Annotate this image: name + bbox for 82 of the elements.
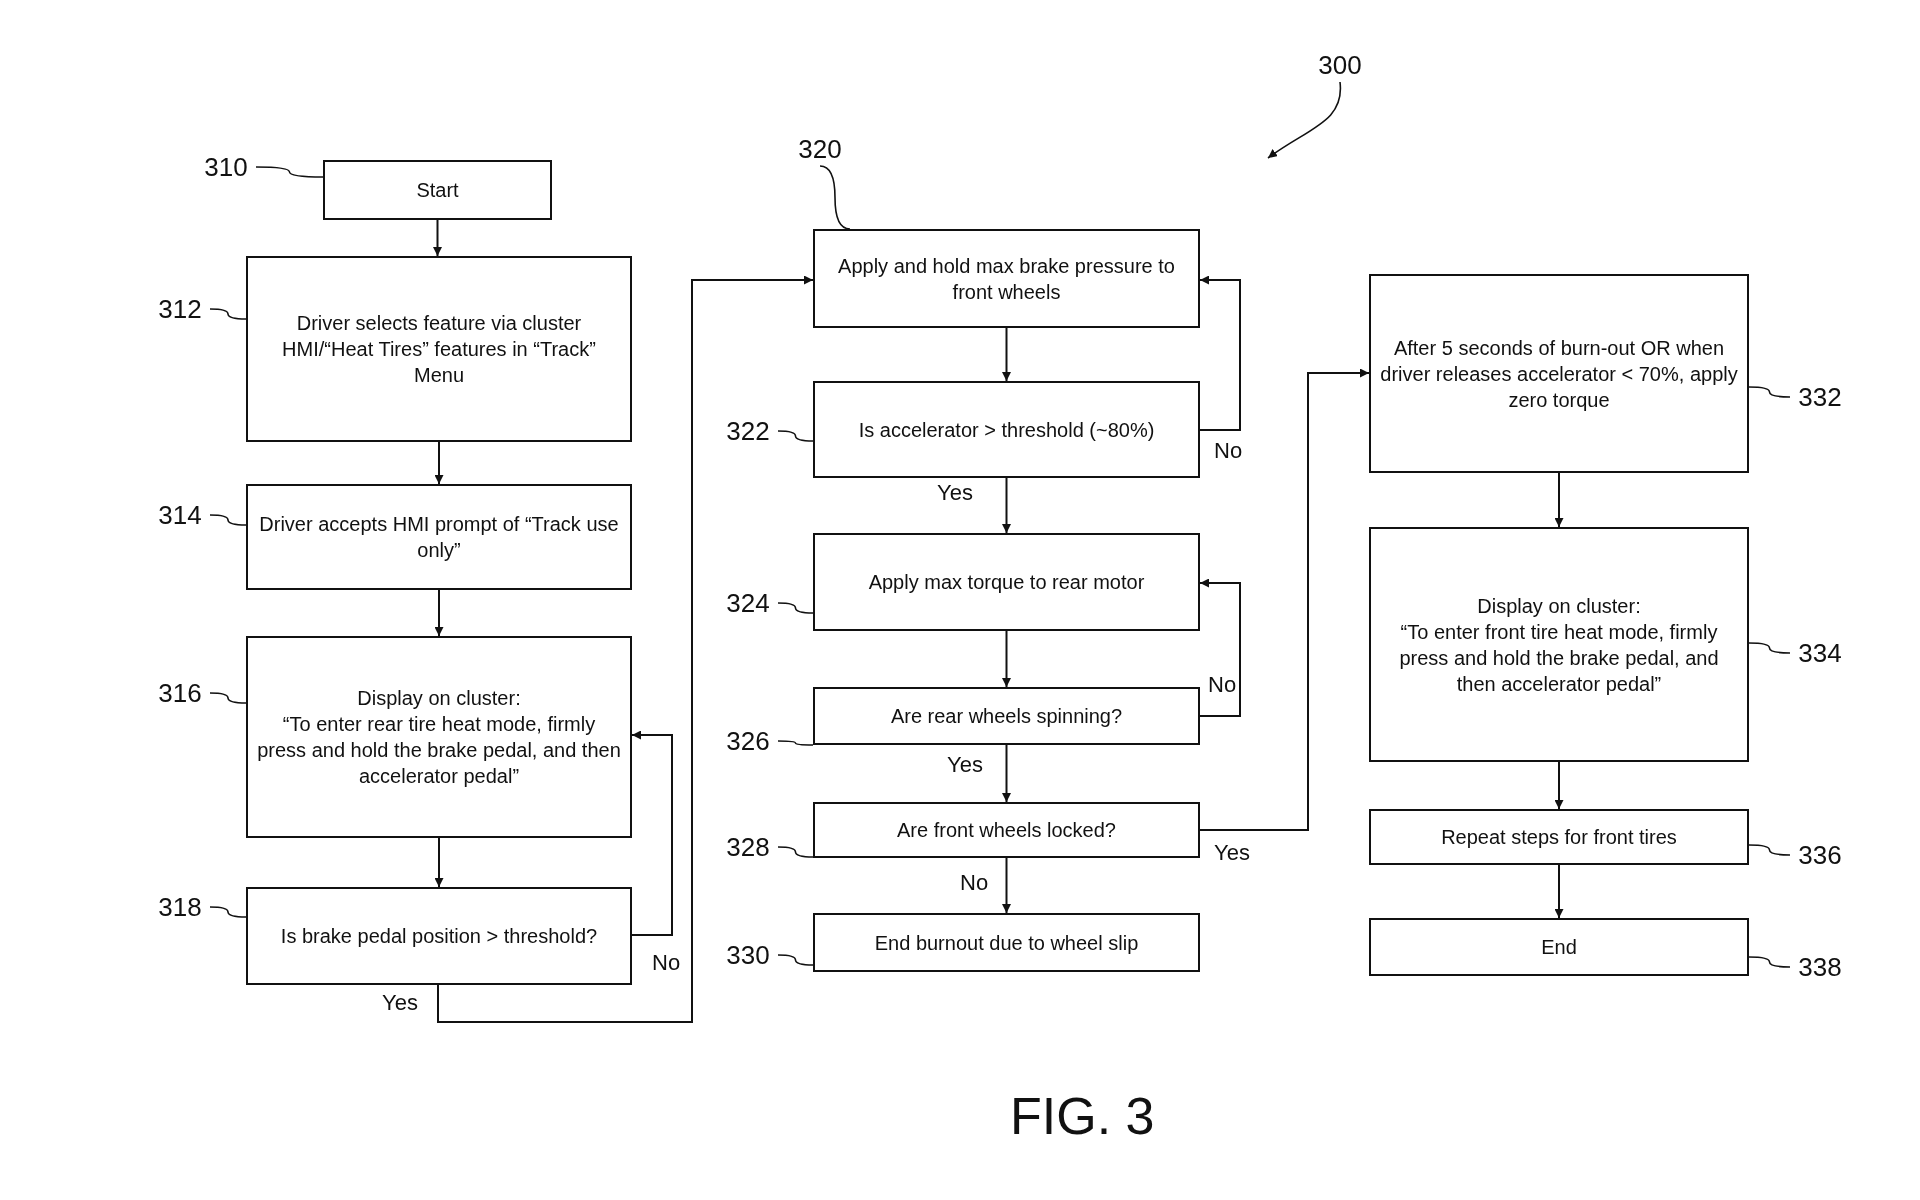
reference-numeral: 318 [150, 890, 210, 924]
step-text: Are front wheels locked? [897, 818, 1116, 843]
process-box [813, 381, 1200, 478]
leader-line [255, 166, 324, 178]
reference-numeral: 336 [1790, 838, 1850, 872]
reference-numeral: 320 [790, 132, 850, 166]
reference-numeral: 330 [718, 938, 778, 972]
process-box [813, 913, 1200, 972]
arrow [1002, 744, 1011, 803]
step-text: “To enter front tire heat mode, firmly press and hold the brake pedal, and then accelerator pedal” [1398, 619, 1720, 697]
arrow [1002, 477, 1011, 534]
process-box [246, 484, 632, 590]
leader-line [209, 906, 247, 918]
process-box [813, 533, 1200, 631]
step-text: Display on cluster: [357, 686, 521, 711]
leader-line [1748, 844, 1791, 856]
reference-numeral: 310 [196, 150, 256, 184]
leader-line [777, 954, 814, 966]
arrow [434, 441, 444, 485]
arrow [1199, 578, 1241, 717]
process-box [246, 256, 632, 442]
reference-numeral: 326 [718, 724, 778, 758]
process-box [813, 687, 1200, 745]
arrow [1002, 857, 1011, 914]
leader-line [1267, 81, 1342, 159]
leader-line [1748, 642, 1791, 654]
arrow [434, 589, 444, 637]
step-text: Apply max torque to rear motor [868, 570, 1145, 595]
step-text: Display on cluster: [1477, 593, 1641, 619]
step-text: “To enter rear tire heat mode, firmly press and hold the brake pedal, and then accelerator pedal” [256, 712, 622, 789]
leader-line [1748, 386, 1791, 398]
arrow [1002, 630, 1011, 688]
step-text: Driver selects feature via cluster HMI/“Heat Tires” features in “Track” Menu [281, 311, 597, 388]
arrow [1554, 472, 1564, 528]
step-text: Are rear wheels spinning? [890, 704, 1123, 729]
arrow [631, 730, 673, 936]
reference-numeral: 334 [1790, 636, 1850, 670]
step-text: Apply and hold max brake pressure to front wheels [837, 253, 1176, 305]
process-box [1369, 274, 1749, 473]
arrow [1002, 327, 1011, 382]
reference-numeral: 316 [150, 676, 210, 710]
reference-numeral: 314 [150, 498, 210, 532]
arrow [1554, 761, 1564, 810]
reference-numeral: 322 [718, 414, 778, 448]
step-text: Is brake pedal position > threshold? [280, 924, 598, 949]
process-box [1369, 809, 1749, 865]
reference-numeral: 328 [718, 830, 778, 864]
leader-line [819, 165, 851, 230]
step-text: Is accelerator > threshold (~80%) [858, 417, 1155, 443]
process-box [1369, 918, 1749, 976]
leader-line [1748, 956, 1791, 968]
process-box [246, 636, 632, 838]
process-box [813, 802, 1200, 858]
reference-numeral: 300 [1310, 48, 1370, 82]
arrow [437, 275, 814, 1023]
reference-numeral: 338 [1790, 950, 1850, 984]
leader-line [209, 308, 247, 320]
leader-line [777, 740, 814, 746]
reference-numeral: 312 [150, 292, 210, 326]
step-text: After 5 seconds of burn-out OR when driver releases accelerator < 70%, apply zero torque [1379, 335, 1739, 413]
step-text: Start [416, 178, 459, 203]
reference-numeral: 332 [1790, 380, 1850, 414]
leader-line [209, 692, 247, 704]
process-box [246, 887, 632, 985]
arrow [1554, 864, 1564, 919]
step-text: End burnout due to wheel slip [874, 930, 1139, 956]
arrow [1199, 368, 1370, 831]
leader-line [209, 514, 247, 526]
arrow [434, 837, 444, 888]
process-box [1369, 527, 1749, 762]
step-text: Driver accepts HMI prompt of “Track use only” [258, 512, 620, 563]
leader-line [777, 602, 814, 614]
process-box [323, 160, 552, 220]
leader-line [777, 846, 814, 858]
step-text: Repeat steps for front tires [1441, 825, 1677, 850]
step-text: End [1541, 935, 1577, 960]
process-box [813, 229, 1200, 328]
figure-caption: FIG. 3 [1010, 1090, 1155, 1142]
reference-numeral: 324 [718, 586, 778, 620]
arrow [433, 219, 442, 257]
arrow [1199, 275, 1241, 431]
leader-line [777, 430, 814, 442]
